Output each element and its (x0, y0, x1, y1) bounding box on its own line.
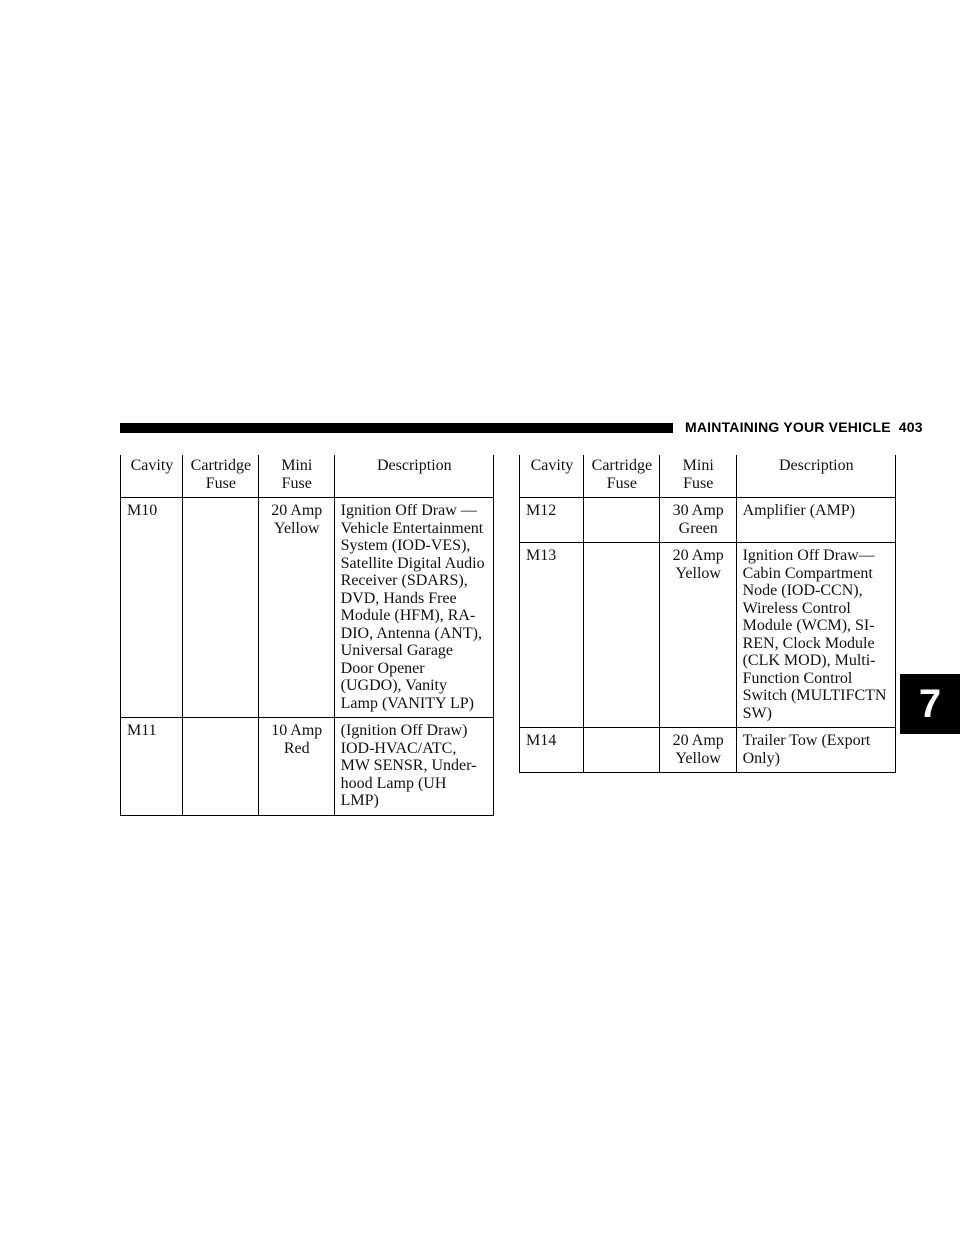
description-cell: Ignition Off Draw— Cabin Compartment Nod… (735, 542, 897, 728)
description-cell: Trailer Tow (Export Only) (735, 727, 897, 773)
cavity-cell: M13 (519, 542, 584, 728)
cavity-cell: M12 (519, 497, 584, 543)
cartridge-cell (181, 497, 259, 718)
chapter-tab: 7 (900, 674, 960, 734)
page-number: 403 (898, 419, 923, 435)
cavity-cell: M11 (120, 717, 183, 816)
cartridge-cell (582, 542, 660, 728)
description-cell: Amplifier (AMP) (735, 497, 897, 543)
cartridge-cell (181, 717, 259, 816)
col-description-header: Description (735, 455, 897, 498)
description-cell: Ignition Off Draw — Vehicle Entertainmen… (333, 497, 495, 718)
col-cavity-header: Cavity (120, 455, 183, 498)
col-cavity-header: Cavity (519, 455, 584, 498)
col-description-header: Description (333, 455, 495, 498)
description-cell: (Ignition Off Draw) IOD-HVAC/ATC, MW SEN… (333, 717, 495, 816)
cavity-cell: M14 (519, 727, 584, 773)
header-rule (120, 423, 673, 433)
running-header: MAINTAINING YOUR VEHICLE 403 (685, 419, 923, 437)
cavity-cell: M10 (120, 497, 183, 718)
cartridge-cell (582, 497, 660, 543)
cartridge-cell (582, 727, 660, 773)
section-title: MAINTAINING YOUR VEHICLE (685, 419, 891, 435)
